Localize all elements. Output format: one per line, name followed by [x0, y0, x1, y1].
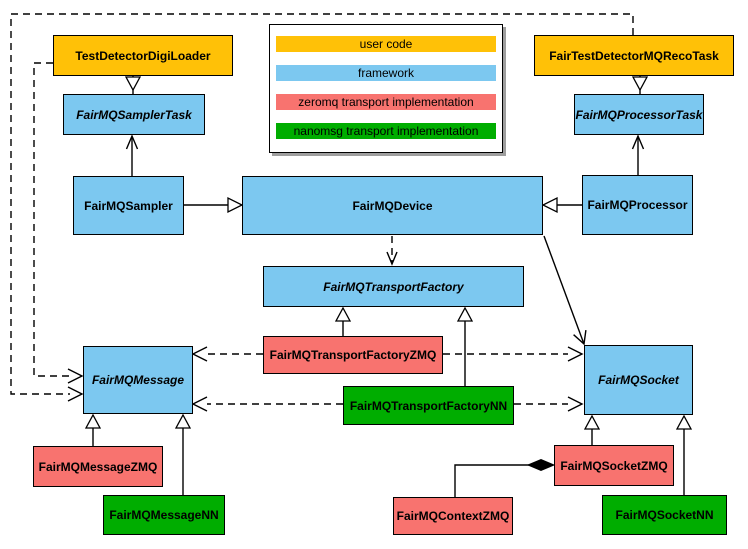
legend: user code framework zeromq transport imp… [269, 24, 503, 153]
legend-label: framework [357, 66, 414, 80]
edge-sampler-samplertask [125, 134, 139, 176]
node-fairmqprocessortask: FairMQProcessorTask [574, 94, 704, 135]
node-testdetectordigiloader: TestDetectorDigiLoader [53, 35, 233, 76]
node-fairmqsocketnn: FairMQSocketNN [602, 495, 727, 535]
hollow-triangle-left-icon [541, 196, 558, 214]
node-fairmqmessage: FairMQMessage [83, 346, 193, 414]
edge-factorynn-socket [514, 396, 584, 412]
legend-item-user-code: user code [276, 36, 496, 52]
node-fairmqmessagezmq: FairMQMessageZMQ [33, 446, 163, 487]
hollow-triangle-up-icon [174, 413, 192, 429]
open-arrow-left-icon [191, 346, 208, 362]
edge-digiloader-samplertask [124, 76, 142, 94]
node-fairmqsampler: FairMQSampler [73, 176, 184, 235]
edge-processor-device [541, 196, 582, 214]
hollow-triangle-right-icon [227, 196, 244, 214]
open-arrow-right-icon [567, 346, 584, 362]
edge-socketnn-socket [675, 414, 693, 495]
edge-factoryzmq-socket [443, 346, 584, 362]
open-arrow-up-icon [125, 134, 139, 150]
filled-diamond-icon [526, 458, 556, 472]
node-fairmqmessagenn: FairMQMessageNN [103, 495, 225, 535]
legend-item-zeromq: zeromq transport implementation [276, 94, 496, 110]
edge-factoryzmq-message [191, 346, 263, 362]
open-arrow-left-icon [191, 396, 208, 412]
node-fairmqcontextzmq: FairMQContextZMQ [393, 497, 513, 535]
node-fairmqtransportfactoryzmq: FairMQTransportFactoryZMQ [263, 336, 443, 374]
edge-sampler-device [184, 196, 244, 214]
node-fairmqtransportfactorynn: FairMQTransportFactoryNN [343, 386, 514, 425]
legend-item-nanomsg: nanomsg transport implementation [276, 123, 496, 139]
open-arrow-right-icon [567, 396, 584, 412]
hollow-triangle-up-icon [675, 414, 693, 430]
node-fairmqdevice: FairMQDevice [242, 176, 543, 235]
open-arrow-up-icon [631, 134, 645, 150]
edge-messagenn-message [174, 413, 192, 495]
legend-label: zeromq transport implementation [298, 95, 474, 109]
edge-factoryzmq-transportfactory [334, 306, 352, 336]
edge-socketzmq-socket [583, 414, 601, 445]
node-fairmqsocket: FairMQSocket [584, 345, 693, 415]
open-arrow-diagonal-icon [573, 330, 587, 346]
legend-label: nanomsg transport implementation [293, 124, 479, 138]
edge-device-transportfactory [386, 236, 398, 266]
open-arrow-right-icon [67, 386, 84, 402]
edge-messagezmq-message [84, 413, 102, 446]
node-fairmqsamplertask: FairMQSamplerTask [63, 94, 205, 135]
edge-device-socket [543, 235, 587, 346]
hollow-triangle-up-icon [456, 306, 474, 322]
edge-processor-processortask [631, 134, 645, 175]
edge-factorynn-transportfactory [456, 306, 474, 386]
open-arrow-right-icon [67, 368, 84, 384]
legend-item-framework: framework [276, 65, 496, 81]
node-fairmqtransportfactory: FairMQTransportFactory [263, 266, 524, 307]
hollow-triangle-up-icon [583, 414, 601, 430]
node-fairmqsocketzmq: FairMQSocketZMQ [554, 445, 674, 486]
legend-label: user code [359, 37, 413, 51]
node-fairtestdetectormqrecotask: FairTestDetectorMQRecoTask [534, 35, 734, 76]
edge-factorynn-message [191, 396, 343, 412]
hollow-triangle-down-icon [631, 76, 649, 92]
open-arrow-down-icon [386, 251, 398, 266]
edge-contextzmq-socketzmq [454, 458, 556, 497]
hollow-triangle-up-icon [334, 306, 352, 322]
hollow-triangle-down-icon [124, 76, 142, 92]
hollow-triangle-up-icon [84, 413, 102, 429]
edge-recotask-processortask [631, 76, 649, 94]
node-fairmqprocessor: FairMQProcessor [582, 175, 693, 235]
